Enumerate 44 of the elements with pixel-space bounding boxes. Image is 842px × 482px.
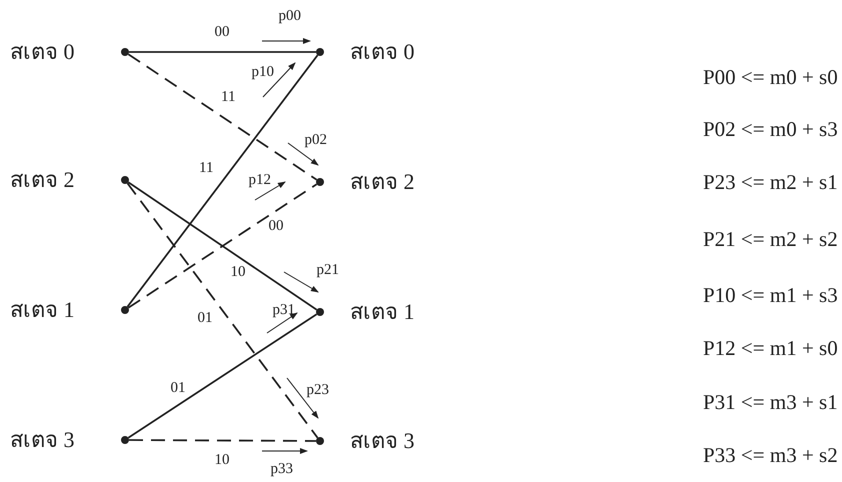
state-label: สเตจ 1 xyxy=(10,299,74,321)
trellis-branch xyxy=(128,313,318,439)
edge-label: 00 xyxy=(268,218,284,234)
state-dot xyxy=(121,306,129,314)
equation-text: P02 <= m0 + s3 xyxy=(703,118,838,140)
trellis-branch xyxy=(129,51,316,53)
path-metric-label: p10 xyxy=(252,64,274,80)
state-dot xyxy=(316,178,324,186)
equation-text: P00 <= m0 + s0 xyxy=(703,66,838,88)
state-dot xyxy=(121,436,129,444)
equation-text: P12 <= m1 + s0 xyxy=(703,338,838,358)
state-dot xyxy=(121,176,129,184)
state-label: สเตจ 0 xyxy=(350,41,414,63)
equation-text: P21 <= m2 + s2 xyxy=(703,228,838,250)
state-dot xyxy=(316,437,324,445)
trellis-branch xyxy=(126,182,318,438)
edge-label: 01 xyxy=(170,380,186,396)
trellis-branch xyxy=(128,53,318,181)
trellis-branch xyxy=(129,439,316,442)
state-label: สเตจ 3 xyxy=(350,430,414,452)
state-label: สเตจ 1 xyxy=(350,301,414,323)
equation-text: P23 <= m2 + s1 xyxy=(703,172,838,192)
path-metric-label: p21 xyxy=(316,262,339,278)
path-metric-label: p12 xyxy=(248,172,271,188)
state-label: สเตจ 0 xyxy=(10,41,74,63)
path-metric-label: p02 xyxy=(304,132,327,148)
equation-text: P31 <= m3 + s1 xyxy=(703,392,838,412)
edge-label: 01 xyxy=(196,310,214,326)
path-metric-label: p31 xyxy=(272,302,295,318)
state-dot xyxy=(316,308,324,316)
path-metric-label: p23 xyxy=(306,382,329,398)
state-label: สเตจ 2 xyxy=(10,169,74,191)
equation-text: P10 <= m1 + s3 xyxy=(703,284,838,306)
path-metric-label: p00 xyxy=(278,8,301,24)
trellis-branch xyxy=(126,54,318,308)
state-label: สเตจ 2 xyxy=(350,171,414,193)
edge-label: 00 xyxy=(214,24,230,40)
state-label: สเตจ 3 xyxy=(10,429,74,451)
state-dot xyxy=(316,48,324,56)
edge-label: 10 xyxy=(230,264,246,280)
state-dot xyxy=(121,48,129,56)
equation-text: P33 <= m3 + s2 xyxy=(703,444,838,466)
edge-label: 10 xyxy=(214,452,230,468)
path-metric-label: p33 xyxy=(270,462,293,476)
